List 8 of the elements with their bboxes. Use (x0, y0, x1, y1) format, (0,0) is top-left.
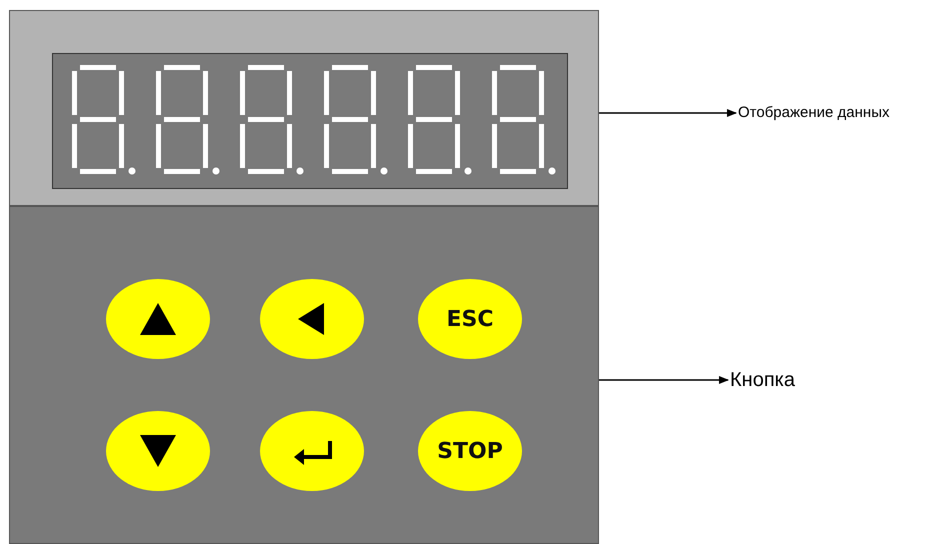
arrow (599, 376, 729, 384)
display-panel (9, 10, 599, 206)
esc-button: ESC (418, 279, 522, 359)
display-label: Отображение данных (738, 102, 934, 124)
arrow (599, 109, 737, 117)
stop-button: STOP (418, 411, 522, 491)
keypad-panel (9, 206, 599, 544)
keypad-label: Кнопка (730, 366, 850, 394)
